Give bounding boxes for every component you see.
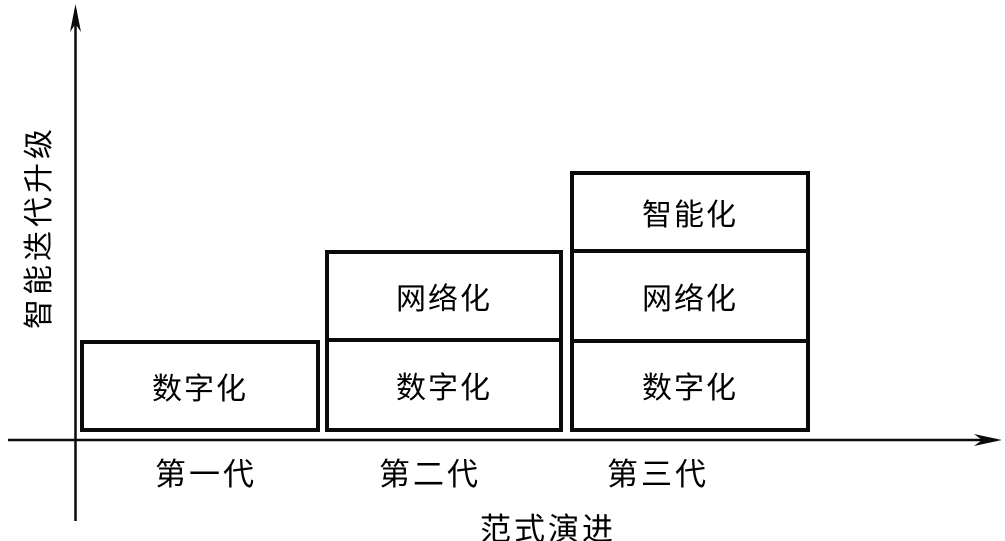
layer-box-networking: 网络化	[329, 254, 559, 338]
x-tick-generation-2: 第二代	[379, 457, 481, 493]
generation-1-column: 数字化	[80, 340, 320, 432]
layer-label: 数字化	[152, 372, 248, 407]
layer-label: 数字化	[396, 371, 492, 407]
y-axis-arrow-icon	[70, 4, 81, 32]
layer-label: 网络化	[642, 281, 738, 317]
x-tick-generation-1: 第一代	[155, 457, 257, 493]
layer-box-digitalization: 数字化	[329, 338, 559, 428]
layer-label: 数字化	[642, 371, 738, 407]
x-tick-generation-3: 第三代	[607, 457, 709, 493]
layer-box-digitalization: 数字化	[84, 344, 316, 428]
x-axis-label: 范式演进	[480, 512, 616, 541]
generation-3-column: 智能化 网络化 数字化	[570, 171, 810, 432]
layer-box-digitalization: 数字化	[574, 338, 806, 428]
layer-box-intelligentization: 智能化	[574, 175, 806, 249]
x-axis-arrow-icon	[974, 434, 1002, 446]
layer-label: 智能化	[642, 198, 738, 234]
generation-2-column: 网络化 数字化	[325, 250, 563, 432]
layer-label: 网络化	[396, 282, 492, 318]
layer-box-networking: 网络化	[574, 249, 806, 338]
y-axis-label: 智能迭代升级	[22, 125, 57, 329]
